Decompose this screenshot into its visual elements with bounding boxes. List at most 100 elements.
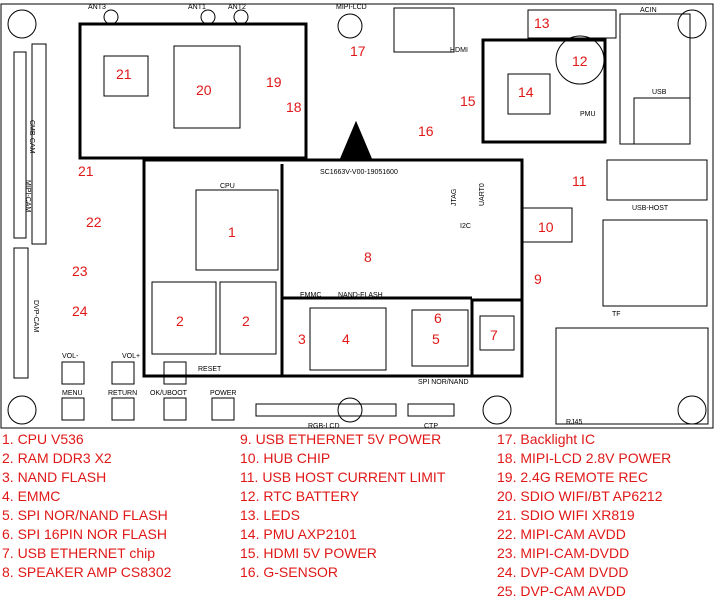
marker-2b: 2 — [242, 313, 250, 329]
cpu-label: CPU — [220, 183, 235, 190]
tf-label: TF — [612, 311, 621, 318]
legend-item: 21. SDIO WIFI XR819 — [497, 507, 635, 523]
legend-column-1: 1. CPU V536 2. RAM DDR3 X2 3. NAND FLASH… — [2, 430, 171, 582]
marker-16: 16 — [418, 123, 434, 139]
marker-8: 8 — [364, 249, 372, 265]
marker-14: 14 — [518, 84, 534, 100]
marker-5: 5 — [432, 331, 440, 347]
dvp-cam-connector — [13, 247, 29, 379]
dvp-cam-label: DVP-CAM — [32, 300, 39, 332]
hdmi-label: HDMI — [450, 47, 468, 54]
reset-label: RESET — [198, 366, 222, 373]
marker-12: 12 — [572, 53, 588, 69]
ant1-label: ANT1 — [188, 4, 206, 11]
marker-3: 3 — [298, 331, 306, 347]
legend-item: 22. MIPI-CAM AVDD — [497, 526, 626, 542]
wifi-xr819-chip — [103, 55, 149, 97]
cpu-region — [142, 158, 524, 378]
ant2-label: ANT2 — [228, 4, 246, 11]
menu-label: MENU — [62, 390, 83, 397]
marker-7: 7 — [490, 327, 498, 343]
mount-hole — [482, 395, 512, 425]
mount-hole — [337, 397, 363, 423]
esd-warning-symbol — [339, 120, 373, 161]
rtc-battery — [555, 35, 605, 85]
mount-hole — [7, 395, 37, 425]
vol-plus-label: VOL+ — [122, 353, 140, 360]
vol-minus-button — [61, 361, 85, 385]
mount-hole — [677, 9, 707, 39]
legend-item: 12. RTC BATTERY — [240, 488, 360, 504]
emmc-label: EMMC — [300, 292, 321, 299]
marker-1: 1 — [228, 224, 236, 240]
return-button — [111, 397, 135, 421]
mount-hole — [7, 9, 37, 39]
pmu-chip — [507, 73, 551, 115]
ant3-label: ANT3 — [88, 4, 106, 11]
usb-host-label: USB-HOST — [632, 205, 669, 212]
legend-item: 10. HUB CHIP — [240, 450, 331, 466]
jtag-label: JTAG — [451, 189, 458, 206]
marker-6: 6 — [434, 310, 442, 326]
legend-item: 20. SDIO WIFI/BT AP6212 — [497, 488, 663, 504]
cpu-chip — [195, 189, 279, 271]
menu-button — [61, 397, 85, 421]
wifi-ap6212-chip — [173, 45, 241, 129]
marker-20: 20 — [196, 82, 212, 98]
board-diagram: ANT3 ANT1 ANT2 MIPI-LCD HDMI ACIN USB US… — [0, 3, 714, 430]
legend-item: 6. SPI 16PIN NOR FLASH — [2, 526, 167, 542]
legend-item: 17. Backlight IC — [497, 431, 596, 447]
acin-connector — [619, 13, 691, 145]
mipi-lcd-label: MIPI-LCD — [336, 4, 367, 11]
marker-24: 24 — [72, 303, 88, 319]
acin-label: ACIN — [640, 7, 657, 14]
legend-item: 13. LEDS — [240, 507, 300, 523]
legend-item: 15. HDMI 5V POWER — [240, 545, 377, 561]
rj45-label: RJ45 — [566, 419, 582, 426]
pcb-outline — [0, 3, 714, 429]
rj45-connector — [555, 327, 709, 425]
ok-uboot-label: OK/UBOOT — [150, 390, 188, 397]
legend-item: 3. NAND FLASH — [2, 469, 107, 485]
legend-item: 11. USB HOST CURRENT LIMIT — [240, 469, 446, 485]
marker-10: 10 — [538, 219, 554, 235]
mount-hole — [677, 395, 707, 425]
antenna-connector — [103, 9, 119, 25]
legend-item: 8. SPEAKER AMP CS8302 — [2, 564, 172, 580]
legend-column-2: 9. USB ETHERNET 5V POWER 10. HUB CHIP 11… — [240, 430, 445, 582]
marker-23: 23 — [72, 263, 88, 279]
ok-uboot-button — [163, 397, 187, 421]
legend-item: 16. G-SENSOR — [240, 564, 339, 580]
marker-13: 13 — [534, 15, 550, 31]
vol-minus-label: VOL- — [62, 353, 79, 360]
spi-nor-chip — [411, 309, 469, 367]
legend-item: 25. DVP-CAM AVDD — [497, 583, 626, 599]
spi-flash-region — [470, 298, 524, 378]
legend-item: 24. DVP-CAM DVDD — [497, 564, 629, 580]
usb-ethernet-chip — [479, 315, 515, 351]
marker-2a: 2 — [176, 313, 184, 329]
cmb-cam-label: CMB-CAM — [28, 120, 35, 154]
wifi-module-region — [78, 22, 308, 160]
power-label: POWER — [210, 390, 236, 397]
marker-4: 4 — [342, 331, 350, 347]
legend-column-3: 17. Backlight IC 18. MIPI-LCD 2.8V POWER… — [497, 430, 671, 601]
pmu-label: PMU — [580, 111, 596, 118]
marker-21b: 21 — [78, 163, 94, 179]
nand-flash-label: NAND-FLASH — [338, 292, 383, 299]
ram-chip — [151, 281, 217, 355]
cmb-cam-connector — [13, 51, 27, 239]
marker-19: 19 — [266, 74, 282, 90]
uart0-label: UART0 — [479, 183, 486, 206]
mipi-cam-label: MIPI-CAM — [24, 180, 31, 212]
spi-nor-nand-label: SPI NOR/NAND — [418, 379, 469, 386]
rgb-lcd-connector — [255, 403, 397, 417]
emmc-chip — [309, 307, 387, 371]
mipi-cam-connector — [31, 43, 47, 245]
vol-plus-button — [111, 361, 135, 385]
usb-device-connector — [527, 9, 617, 39]
marker-9: 9 — [534, 271, 542, 287]
usb-label: USB — [652, 89, 667, 96]
ctp-connector — [407, 403, 455, 417]
marker-18: 18 — [286, 99, 302, 115]
